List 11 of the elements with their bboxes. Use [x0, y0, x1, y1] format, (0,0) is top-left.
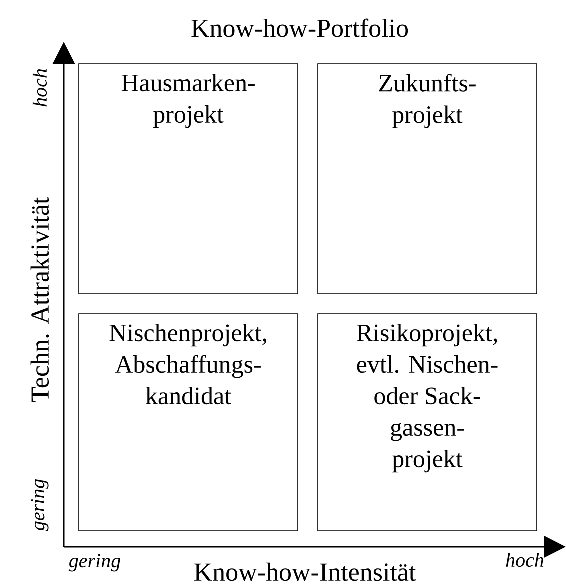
quadrant-box: Zukunfts- projekt	[318, 64, 538, 294]
axis-value: hoch	[506, 552, 544, 568]
quadrant-box: Nischenprojekt, Abschaffungs- kandidat	[78, 314, 298, 532]
title: Know-how-Portfolio	[192, 18, 408, 38]
axis-title: Know-how-Intensität	[194, 562, 416, 582]
axis-value: hoch	[32, 69, 48, 107]
axis-value: gering	[68, 554, 121, 572]
quadrant-box: Hausmarken- projekt	[78, 64, 298, 294]
axis-title: Techn. Attraktivität	[30, 197, 50, 402]
axis-value: gering	[31, 479, 49, 532]
quadrant-box: Risikoprojekt, evtl. Nischen- oder Sack- gassen- projekt	[318, 314, 538, 532]
